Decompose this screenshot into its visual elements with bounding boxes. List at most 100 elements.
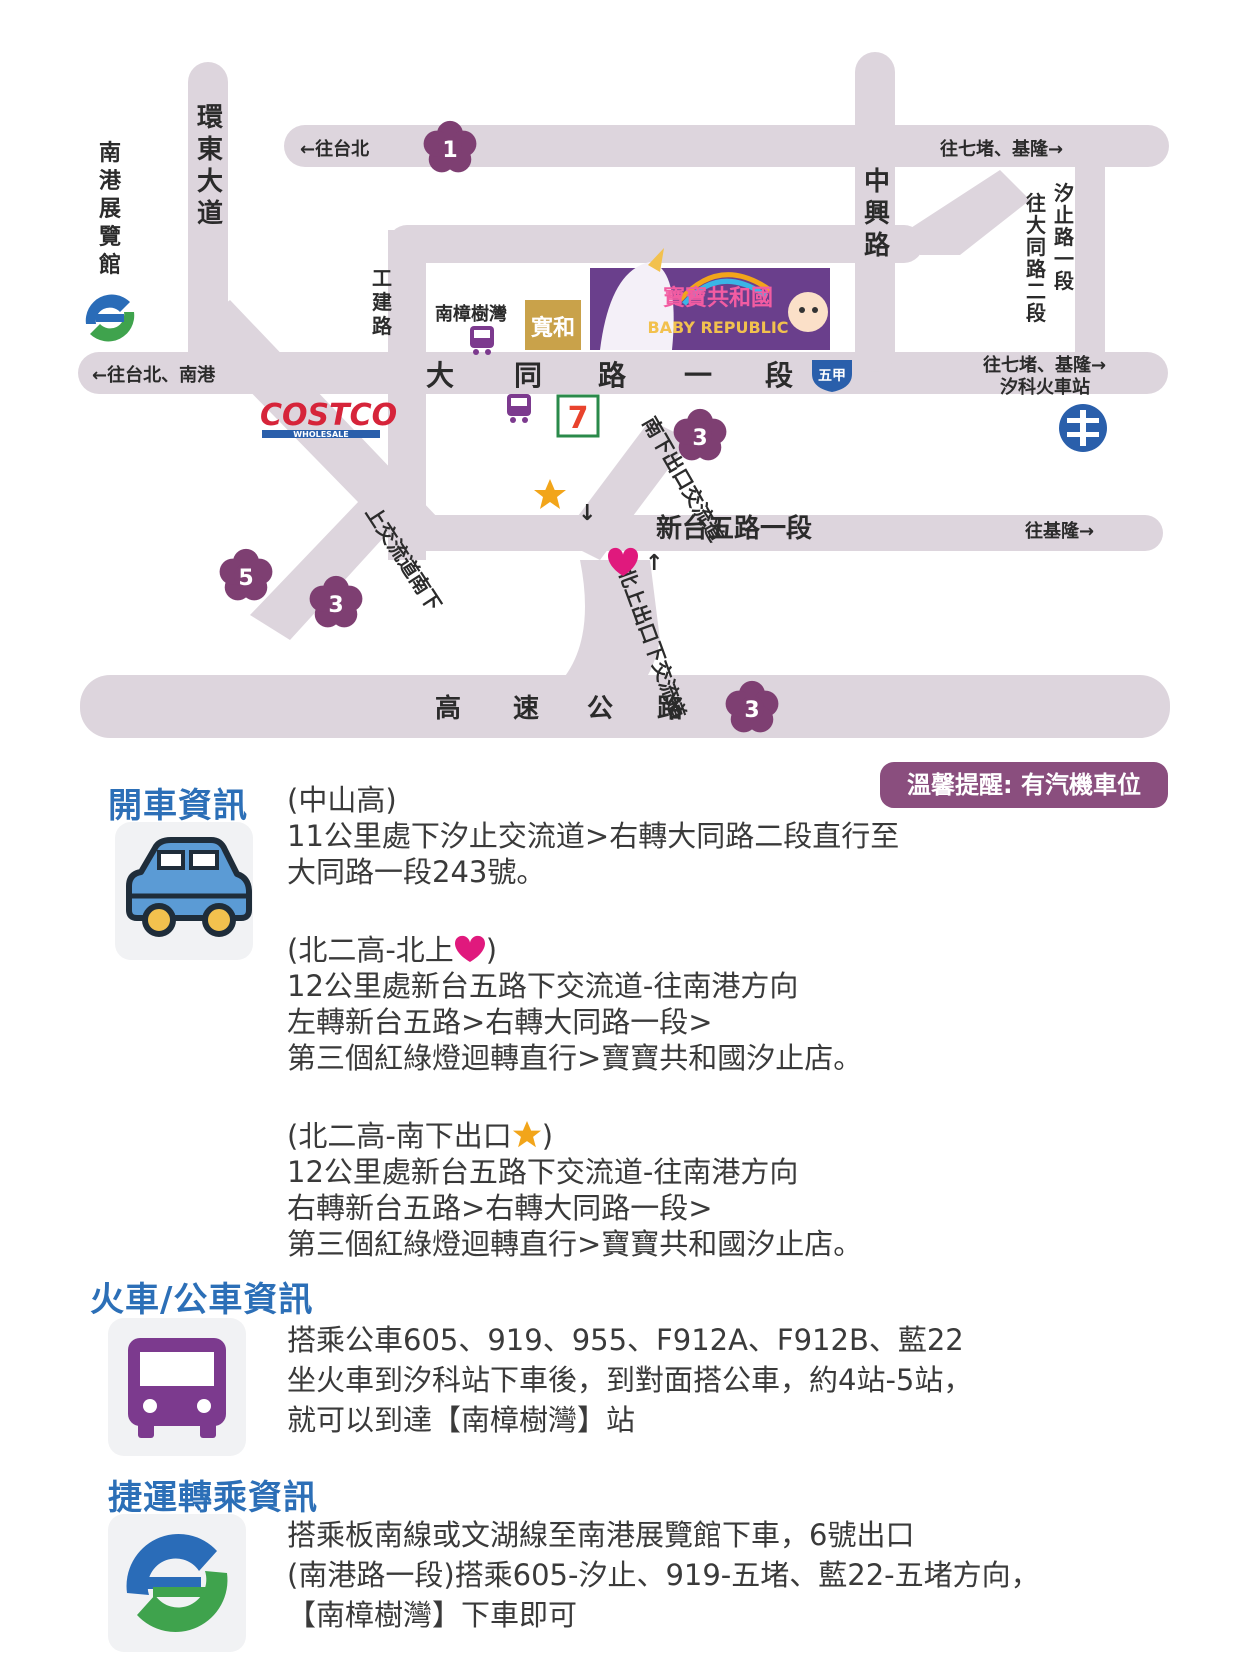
mrt-logo-icon: [80, 288, 140, 348]
dir-xike-station: 汐科火車站: [1000, 376, 1090, 398]
svg-text:3: 3: [744, 698, 759, 723]
marker-3-highway: 3: [725, 680, 779, 733]
svg-text:3: 3: [692, 426, 707, 451]
zhongxing-road: [855, 52, 895, 372]
mrt-text: 搭乘板南線或文湖線至南港展覽館下車，6號出口 (南港路一段)搭乘605-汐止、9…: [287, 1515, 1040, 1635]
huandong-road: [188, 62, 228, 372]
svg-text:同: 同: [514, 359, 542, 392]
dir-to-qidu-mid: 往七堵、基隆→: [983, 354, 1106, 376]
svg-text:WHOLESALE: WHOLESALE: [293, 430, 348, 439]
north-exit-ramp: [540, 560, 660, 700]
road-label-xizhi: 汐止路一段: [1054, 181, 1075, 293]
heart-marker: [608, 547, 638, 576]
highway-road: [80, 675, 1170, 738]
driving-text: (中山高) 11公里處下汐止交流道>右轉大同路二段直行至 大同路一段243號。 …: [287, 782, 899, 1262]
car-tile: [115, 822, 253, 960]
road-label-highway: 高 速 公 路: [435, 693, 684, 724]
star-icon: [512, 1120, 541, 1148]
seven-eleven-logo: 7: [556, 394, 600, 438]
xizhi-road: [1075, 160, 1105, 370]
bus-icon: [128, 1338, 226, 1438]
road-label-datong: 大 同 路 一 段: [426, 359, 793, 392]
marker-5: 5: [219, 548, 273, 601]
up-ramp: [250, 500, 395, 640]
mrt-line: (南港路一段)搭乘605-汐止、919-五堵、藍22-五堵方向，: [287, 1558, 1040, 1592]
diagonal-top-right: [900, 170, 1030, 255]
driving-line: 12公里處新台五路下交流道-往南港方向: [287, 1155, 799, 1189]
svg-text:公: 公: [587, 694, 613, 724]
driving-line: (中山高): [287, 783, 397, 817]
datong-road: [78, 352, 1168, 394]
marker-3-left: 3: [309, 575, 363, 628]
bus-stop-icon-2: [507, 394, 531, 423]
bus-line: 就可以到達【南樟樹灣】站: [287, 1403, 636, 1437]
dir-to-taipei: ←往台北: [300, 138, 369, 160]
svg-text:寶寶共和國: 寶寶共和國: [663, 285, 773, 311]
driving-title: 開車資訊: [108, 786, 248, 826]
svg-text:寬和: 寬和: [531, 315, 575, 341]
dir-to-taipei-nangang: ←往台北、南港: [92, 364, 216, 386]
mrt-line: 【南樟樹灣】下車即可: [287, 1598, 578, 1632]
road-label-gongjian: 工建路: [372, 266, 393, 338]
dir-to-qidu-top: 往七堵、基隆→: [940, 138, 1063, 160]
svg-text:段: 段: [765, 359, 793, 392]
mrt-line: 搭乘板南線或文湖線至南港展覽館下車，6號出口: [287, 1518, 915, 1552]
mrt-tile: [108, 1514, 246, 1652]
heart-icon: [454, 935, 485, 962]
svg-text:大: 大: [426, 359, 454, 392]
marker-1: 1: [423, 120, 477, 173]
map: 環東大道 工建路 中興路 大 同 路 一 段 五甲 新台五路一段 高 速 公 路…: [78, 52, 1170, 738]
marker-3-ramp: 3: [673, 408, 727, 461]
dir-to-keelung: 往基隆→: [1025, 520, 1094, 542]
bus-stop-icon: [470, 326, 494, 355]
ramp-arrow-north: ↑: [645, 551, 663, 576]
flower-markers: 1 3 3 5 3: [219, 120, 779, 733]
svg-text:高: 高: [435, 693, 461, 724]
driving-line: 12公里處新台五路下交流道-往南港方向: [287, 969, 799, 1003]
ramp-arrow-south: ↓: [578, 501, 596, 526]
costco-logo: COSTCO WHOLESALE: [260, 398, 397, 439]
parking-reminder-badge: 溫馨提醒: 有汽機車位: [880, 762, 1168, 808]
star-marker: [534, 479, 566, 509]
svg-text:COSTCO: COSTCO: [260, 398, 397, 433]
road-label-zhongxing: 中興路: [864, 167, 891, 261]
svg-text:路: 路: [598, 359, 627, 392]
road-label-datong2: 往大同路二段: [1026, 191, 1047, 325]
south-exit-ramp: [560, 420, 690, 560]
driving-line: (北二高-北上): [287, 933, 498, 967]
store-logo: 寶寶共和國 BABY REPUBLIC: [590, 248, 830, 350]
driving-line: (北二高-南下出口): [287, 1119, 554, 1153]
car-icon: [126, 837, 252, 937]
svg-text:BABY REPUBLIC: BABY REPUBLIC: [647, 318, 788, 337]
roads: [78, 52, 1170, 738]
bus-line: 搭乘公車605、919、955、F912A、F912B、藍22: [287, 1323, 964, 1357]
mrt-title: 捷運轉乘資訊: [108, 1478, 318, 1518]
svg-text:1: 1: [442, 138, 457, 163]
driving-line: 第三個紅綠燈迴轉直行>寶寶共和國汐止店。: [287, 1227, 863, 1261]
driving-line: 11公里處下汐止交流道>右轉大同路二段直行至: [287, 819, 900, 853]
route-badge: 五甲: [812, 360, 852, 392]
gongjian-road: [388, 230, 426, 560]
place-nanzhang-bus: 南樟樹灣: [435, 303, 507, 325]
svg-text:3: 3: [328, 593, 343, 618]
train-station-icon: [1059, 404, 1107, 452]
svg-text:五甲: 五甲: [818, 368, 846, 384]
top-road: [284, 125, 1169, 167]
road-label-xintai: 新台五路一段: [656, 513, 812, 544]
bus-text: 搭乘公車605、919、955、F912A、F912B、藍22 坐火車到汐科站下…: [287, 1320, 972, 1440]
bus-line: 坐火車到汐科站下車後，到對面搭公車，約4站-5站，: [287, 1363, 973, 1397]
svg-text:一: 一: [684, 359, 712, 392]
svg-text:速: 速: [513, 694, 539, 724]
driving-line: 第三個紅綠燈迴轉直行>寶寶共和國汐止店。: [287, 1041, 863, 1075]
bus-tile: [108, 1318, 246, 1456]
road-label-huandong: 環東大道: [197, 103, 224, 229]
svg-text:7: 7: [568, 401, 589, 436]
bus-title: 火車/公車資訊: [90, 1280, 314, 1320]
driving-line: 右轉新台五路>右轉大同路一段>: [287, 1191, 713, 1225]
svg-text:路: 路: [657, 693, 684, 724]
kuanhe-sign: 寬和: [525, 300, 581, 350]
place-nangang-exhibition: 南港展覽館: [98, 141, 122, 278]
svg-text:5: 5: [238, 566, 253, 591]
mrt-logo-icon: [126, 1533, 228, 1633]
driving-line: 大同路一段243號。: [287, 855, 546, 889]
